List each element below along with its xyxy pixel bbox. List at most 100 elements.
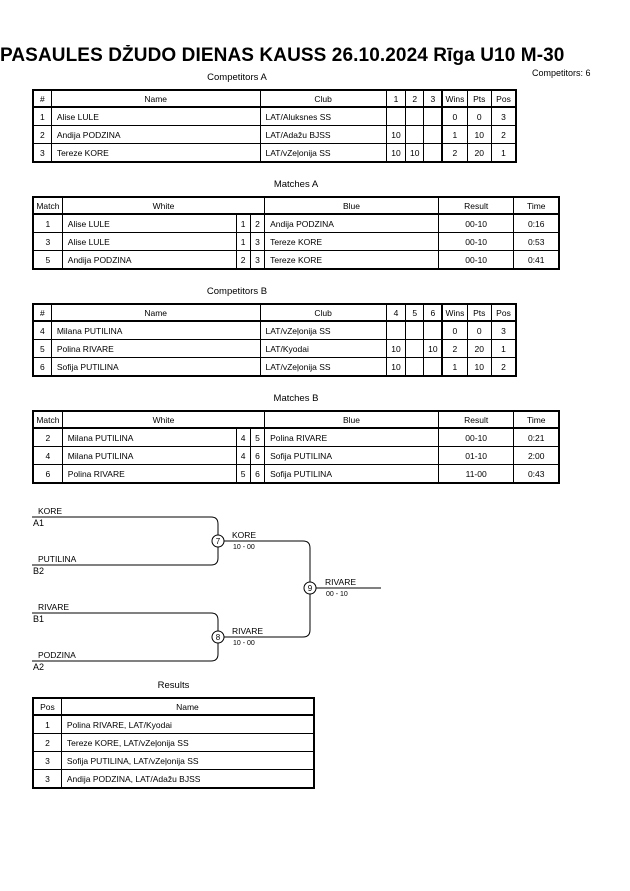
blue-number: 5 <box>249 427 266 447</box>
blue-name: Sofija PUTILINA <box>264 464 439 484</box>
table-row: 5 Andija PODZINA 2 3 Tereze KORE 00-10 0… <box>32 250 560 270</box>
match-result: 11-00 <box>437 464 515 484</box>
table-row: 1 Alise LULE LAT/Aluksnes SS 0 0 3 <box>32 106 517 126</box>
wins-cell: 2 <box>441 339 468 358</box>
match-number: 4 <box>32 446 63 465</box>
blue-number: 3 <box>249 250 266 270</box>
score-cell <box>385 106 407 126</box>
col-header: Pos <box>491 303 517 322</box>
bracket-seed-b1: B1 <box>33 614 44 624</box>
competitor-name: Tereze KORE <box>50 143 261 163</box>
result-name: Andija PODZINA, LAT/Adažu BJSS <box>60 769 315 789</box>
match-9-marker <box>303 581 317 595</box>
competitor-number: 3 <box>32 143 52 163</box>
competitor-number: 1 <box>32 106 52 126</box>
result-position: 1 <box>32 714 62 734</box>
competitors-a-caption: Competitors A <box>207 72 267 83</box>
match-number: 5 <box>32 250 63 270</box>
col-header: Time <box>513 410 560 429</box>
table-header-row: Match White Blue Result Time <box>32 410 560 429</box>
points-cell: 0 <box>466 106 493 126</box>
col-header: Wins <box>441 89 468 108</box>
blue-name: Tereze KORE <box>264 250 439 270</box>
competitor-name: Andija PODZINA <box>50 125 261 144</box>
points-cell: 20 <box>466 143 493 163</box>
final-score: 00 - 10 <box>326 591 348 598</box>
white-name: Milana PUTILINA <box>61 446 237 465</box>
position-cell: 1 <box>491 143 517 163</box>
competitor-club: LAT/vZeļonija SS <box>259 143 387 163</box>
col-header: Pos <box>491 89 517 108</box>
table-row: 2 Tereze KORE, LAT/vZeļonija SS <box>32 733 315 752</box>
col-header: Name <box>50 303 261 322</box>
col-header: Pts <box>466 89 493 108</box>
match-time: 0:16 <box>513 213 560 233</box>
bracket-name-b2: PUTILINA <box>38 554 77 564</box>
col-header: Club <box>259 303 387 322</box>
competitor-name: Sofija PUTILINA <box>50 357 261 377</box>
table-row: 3 Tereze KORE LAT/vZeļonija SS 10 10 2 2… <box>32 143 517 163</box>
col-header: Wins <box>441 303 468 322</box>
position-cell: 1 <box>491 339 517 358</box>
semi2-score: 10 - 00 <box>233 640 255 647</box>
white-name: Alise LULE <box>61 213 237 233</box>
result-name: Polina RIVARE, LAT/Kyodai <box>60 714 315 734</box>
table-row: 4 Milana PUTILINA LAT/vZeļonija SS 0 0 3 <box>32 320 517 340</box>
blue-number: 6 <box>249 464 266 484</box>
position-cell: 3 <box>491 106 517 126</box>
points-cell: 10 <box>466 125 493 144</box>
wins-cell: 1 <box>441 125 468 144</box>
competitor-club: LAT/vZeļonija SS <box>259 357 387 377</box>
competitor-name: Alise LULE <box>50 106 261 126</box>
match-time: 0:41 <box>513 250 560 270</box>
blue-number: 2 <box>249 213 266 233</box>
competitor-number: 6 <box>32 357 52 377</box>
matches-b-caption: Matches B <box>273 393 319 404</box>
score-cell: 10 <box>385 357 407 377</box>
match-7-marker <box>211 534 225 548</box>
col-header: Pts <box>466 303 493 322</box>
white-name: Milana PUTILINA <box>61 427 237 447</box>
wins-cell: 2 <box>441 143 468 163</box>
competitor-club: LAT/Aluksnes SS <box>259 106 387 126</box>
points-cell: 0 <box>466 320 493 340</box>
result-position: 3 <box>32 751 62 770</box>
result-position: 2 <box>32 733 62 752</box>
white-name: Alise LULE <box>61 232 237 251</box>
match-result: 00-10 <box>437 250 515 270</box>
table-row: 4 Milana PUTILINA 4 6 Sofija PUTILINA 01… <box>32 446 560 465</box>
match-result: 00-10 <box>437 232 515 251</box>
white-number: 4 <box>235 427 251 447</box>
bracket-seed-b2: B2 <box>33 566 44 576</box>
col-header: 2 <box>405 89 425 108</box>
score-cell <box>423 357 444 377</box>
match-result: 01-10 <box>437 446 515 465</box>
score-cell <box>405 357 425 377</box>
match-time: 2:00 <box>513 446 560 465</box>
competitor-number: 4 <box>32 320 52 340</box>
col-header: Match <box>32 196 63 215</box>
wins-cell: 0 <box>441 320 468 340</box>
table-row: 2 Andija PODZINA LAT/Adažu BJSS 10 1 10 … <box>32 125 517 144</box>
blue-name: Sofija PUTILINA <box>264 446 439 465</box>
table-row: 1 Polina RIVARE, LAT/Kyodai <box>32 714 315 734</box>
competitors-b-caption: Competitors B <box>206 286 268 297</box>
score-cell: 10 <box>405 143 425 163</box>
match-9-number: 9 <box>308 584 313 593</box>
col-header: Match <box>32 410 63 429</box>
score-cell <box>423 320 444 340</box>
matches-a-caption: Matches A <box>273 179 319 190</box>
white-number: 1 <box>235 232 251 251</box>
table-row: 3 Alise LULE 1 3 Tereze KORE 00-10 0:53 <box>32 232 560 251</box>
col-header: 4 <box>385 303 407 322</box>
results-table: Pos Name 1 Polina RIVARE, LAT/Kyodai 2 T… <box>32 697 315 789</box>
score-cell: 10 <box>385 339 407 358</box>
score-cell <box>405 339 425 358</box>
white-number: 1 <box>235 213 251 233</box>
bracket-seed-a2: A2 <box>33 662 44 672</box>
blue-number: 6 <box>249 446 266 465</box>
final-winner: RIVARE <box>325 577 356 587</box>
col-header: White <box>61 410 266 429</box>
col-header: Name <box>60 697 315 716</box>
white-name: Andija PODZINA <box>61 250 237 270</box>
